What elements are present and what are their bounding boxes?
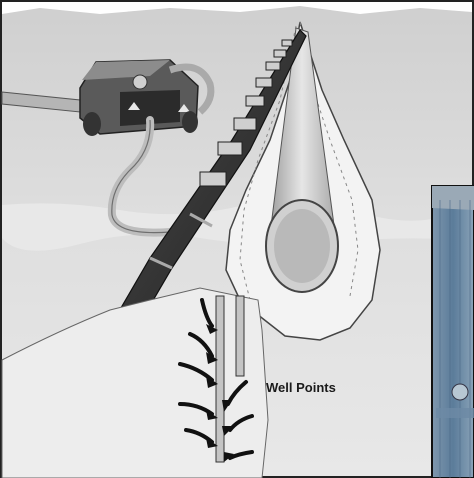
photo-inset bbox=[432, 186, 474, 478]
well-points-label: Well Points bbox=[266, 380, 336, 395]
